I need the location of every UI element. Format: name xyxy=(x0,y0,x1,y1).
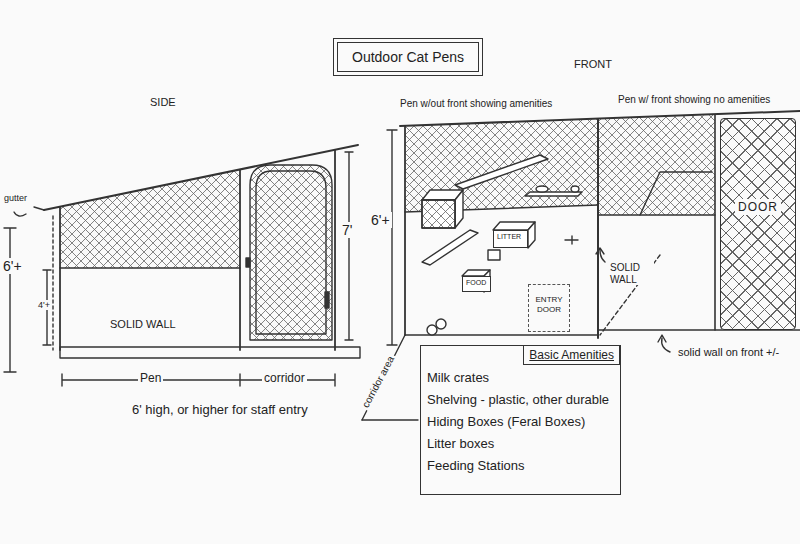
door-hinge xyxy=(246,258,250,267)
dimension-line xyxy=(4,228,16,372)
side-wall-line xyxy=(600,255,660,335)
wall-post xyxy=(59,207,61,350)
shelf xyxy=(455,155,548,189)
leader-arrow xyxy=(662,338,670,352)
wall-post xyxy=(334,150,336,350)
box-label: ENTRY DOOR xyxy=(532,295,566,314)
mesh-panel xyxy=(405,119,598,212)
box-heading: Basic Amenities xyxy=(523,346,620,365)
corridor-edge xyxy=(362,419,418,420)
dimension: 6'+ xyxy=(1,258,24,274)
dimension: 4'+ xyxy=(36,300,52,310)
solid-wall xyxy=(597,119,599,338)
bowl xyxy=(571,186,579,192)
list-item: Feeding Stations xyxy=(427,455,610,477)
food-box: FOOD xyxy=(462,276,491,292)
mesh-edge xyxy=(598,214,715,215)
crate-side xyxy=(455,190,463,228)
dimension-line xyxy=(387,130,397,345)
title-text: Outdoor Cat Pens xyxy=(337,42,479,72)
dimension: Pen xyxy=(138,372,163,386)
pen-caption: Pen w/out front showing amenities xyxy=(398,98,554,110)
wall-post xyxy=(239,170,241,350)
dimension: 7' xyxy=(340,222,354,238)
bowl xyxy=(427,325,437,335)
litter-box: LITTER xyxy=(493,230,528,248)
box-label: DOOR xyxy=(735,199,781,215)
shelf-outline xyxy=(640,172,712,215)
amenities-box: Basic AmenitiesMilk cratesShelving - pla… xyxy=(420,345,621,495)
list-item: Litter boxes xyxy=(427,433,610,455)
mesh-panel xyxy=(598,115,715,215)
note: 6' high, or higher for staff entry xyxy=(130,403,310,418)
downspout xyxy=(52,216,53,350)
shelf xyxy=(525,192,582,196)
arrow-head xyxy=(658,335,666,342)
part-label: SOLID WALL xyxy=(608,262,654,285)
crate-front xyxy=(422,200,455,228)
door-panel: DOOR xyxy=(720,118,796,330)
bowl xyxy=(436,319,446,329)
note: solid wall on front +/- xyxy=(676,346,781,359)
mesh-panel xyxy=(60,170,240,268)
bracket-mark xyxy=(565,236,578,244)
small-box xyxy=(488,250,500,260)
dimension-line xyxy=(345,152,353,340)
solid-wall-top xyxy=(60,267,240,268)
list-item: Shelving - plastic, other durable xyxy=(427,389,610,411)
shelf xyxy=(422,230,478,265)
list-item: Hiding Boxes (Feral Boxes) xyxy=(427,411,610,433)
entry-door: ENTRY DOOR xyxy=(528,284,570,332)
gutter-arrow xyxy=(34,207,44,210)
dimension: 6'+ xyxy=(369,212,392,228)
box-label: LITTER xyxy=(497,233,524,240)
bowl xyxy=(536,186,548,192)
base-slab xyxy=(60,347,360,358)
pen-caption: Pen w/ front showing no amenities xyxy=(616,94,772,106)
view-label: SIDE xyxy=(148,96,178,109)
side-door xyxy=(250,165,332,340)
door-frame xyxy=(256,171,326,334)
part-label: SOLID WALL xyxy=(108,318,178,331)
dimension: corridor xyxy=(262,372,307,386)
box-label: FOOD xyxy=(466,279,487,286)
milk-crate xyxy=(422,200,455,228)
view-label: FRONT xyxy=(572,58,614,71)
part-label: corridor area xyxy=(359,352,398,411)
list-item: Milk crates xyxy=(427,367,610,389)
title-box: Outdoor Cat Pens xyxy=(333,38,483,76)
box-side xyxy=(528,222,535,248)
arrow-head xyxy=(596,248,604,254)
door-handle xyxy=(325,292,329,308)
wall-post xyxy=(714,115,716,330)
part-label: gutter xyxy=(2,193,29,203)
wall-post xyxy=(404,126,406,335)
gutter-hook xyxy=(14,212,26,216)
